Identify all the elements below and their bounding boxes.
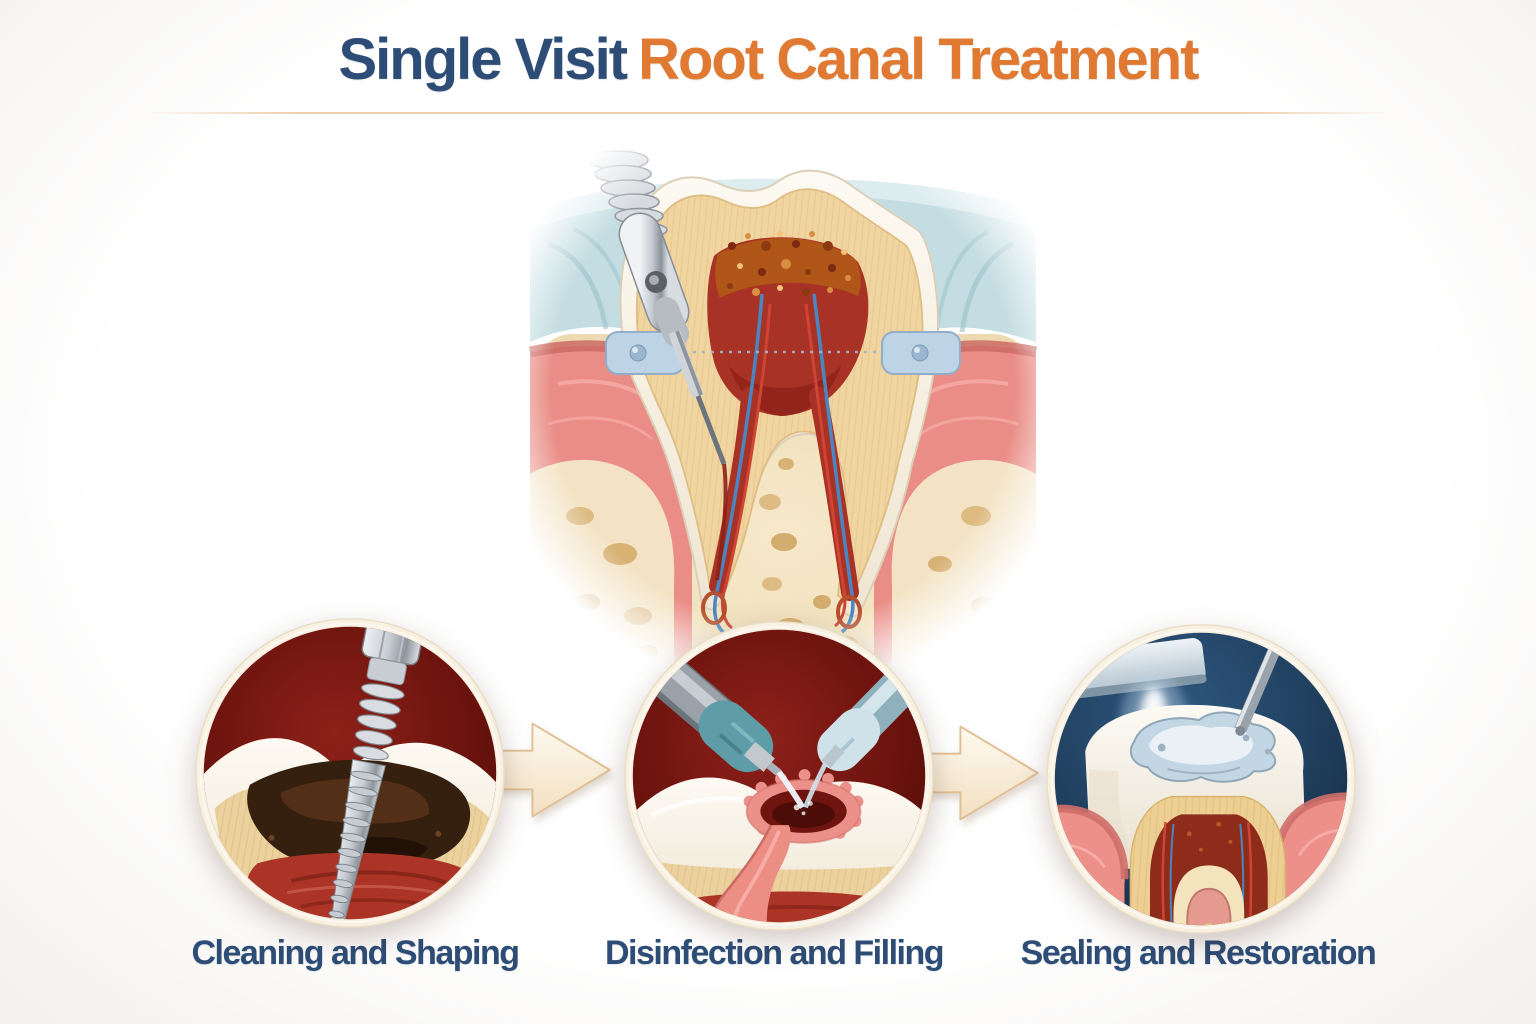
step3-illustration-svg [1046,624,1356,934]
step-label-sealing-and-restoration: Sealing and Restoration [1020,934,1377,972]
cut-face-root-cross-section [1129,795,1287,926]
step-circle-sealing-and-restoration [1044,622,1358,936]
step1-illustration-svg [195,618,505,928]
step-label-disinfection-and-filling: Disinfection and Filling [605,934,945,972]
irrigation-streams [776,763,828,816]
page-title-accent: Root Canal Treatment [638,27,1199,92]
edge-fade [518,134,1048,674]
title-underline [140,112,1396,114]
ring-highlight [628,625,930,927]
rotary-file [326,626,430,920]
page-title-primary: Single Visit [338,27,628,92]
plugger-instrument [1234,632,1298,736]
ring-highlight [199,622,501,924]
main-illustration-svg [518,134,1048,674]
main-illustration [518,134,1048,674]
step-label-cleaning-and-shaping: Cleaning and Shaping [191,934,520,972]
step2-illustration-svg [624,621,934,931]
ring-highlight [1050,628,1352,930]
step-circle-disinfection-and-filling [622,619,936,933]
step-circle-cleaning-and-shaping [193,616,507,930]
